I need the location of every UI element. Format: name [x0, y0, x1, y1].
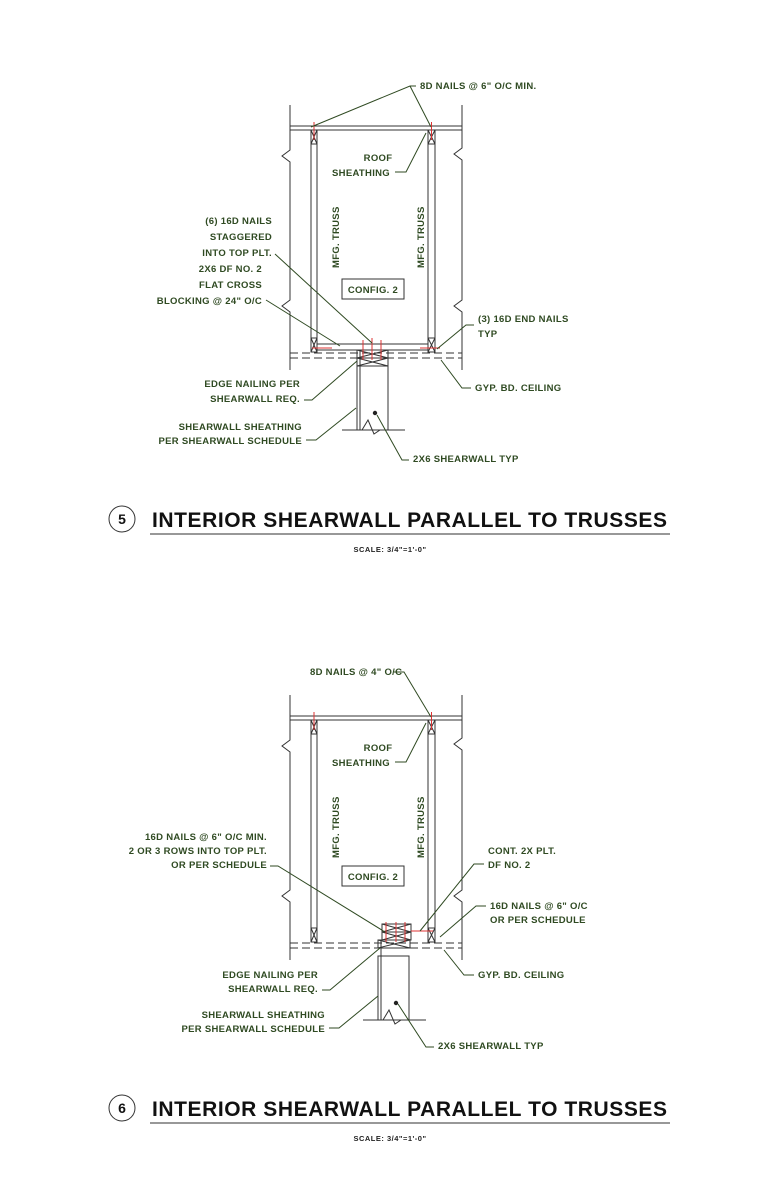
- truss-label-left: MFG. TRUSS: [331, 796, 342, 858]
- detail-number: 6: [118, 1100, 126, 1116]
- break-line: [453, 695, 463, 960]
- label-sheath-2: PER SHEARWALL SCHEDULE: [159, 436, 303, 447]
- label-sheath-1: SHEARWALL SHEATHING: [179, 422, 302, 433]
- detail-title: INTERIOR SHEARWALL PARALLEL TO TRUSSES: [152, 1098, 668, 1121]
- label-wall: 2X6 SHEARWALL TYP: [413, 454, 519, 465]
- label-gyp: GYP. BD. CEILING: [478, 970, 564, 981]
- blocking-cross: [356, 357, 389, 367]
- label-edge-1: EDGE NAILING PER: [204, 379, 300, 390]
- blocking-cross: [310, 927, 318, 943]
- label-nails-2: 2 OR 3 ROWS INTO TOP PLT.: [129, 846, 267, 857]
- break-line: [281, 695, 291, 960]
- blocking-box: [377, 939, 411, 949]
- label-edge-2: SHEARWALL REQ.: [210, 394, 300, 405]
- gyp-ceiling: [290, 352, 462, 359]
- label-end-nails-2: OR PER SCHEDULE: [490, 915, 586, 926]
- label-plate-2: DF NO. 2: [488, 860, 531, 871]
- label-top-nails: 8D NAILS @ 6" O/C MIN.: [420, 81, 536, 92]
- label-roof: ROOF: [364, 153, 393, 164]
- truss-label-right: MFG. TRUSS: [416, 796, 427, 858]
- label-top-nails: 8D NAILS @ 4" O/C: [310, 667, 402, 678]
- config-label: CONFIG. 2: [348, 872, 398, 883]
- nails: [385, 922, 433, 942]
- truss-label-left: MFG. TRUSS: [331, 206, 342, 268]
- label-nails-3: OR PER SCHEDULE: [171, 860, 267, 871]
- stud-dot: [393, 1000, 399, 1006]
- truss-chord: [427, 129, 436, 353]
- label-block-1: 2X6 DF NO. 2: [199, 264, 262, 275]
- leaders-5: [265, 85, 474, 461]
- truss-chord: [310, 719, 318, 943]
- label-sheathing: SHEATHING: [332, 758, 390, 769]
- label-block-2: FLAT CROSS: [199, 280, 262, 291]
- label-edge-1: EDGE NAILING PER: [222, 970, 318, 981]
- detail-title: INTERIOR SHEARWALL PARALLEL TO TRUSSES: [152, 509, 668, 532]
- label-sheath-2: PER SHEARWALL SCHEDULE: [182, 1024, 326, 1035]
- shearwall-stud: [356, 365, 389, 431]
- detail-number-circle: [108, 505, 136, 533]
- detail-6-labels: 8D NAILS @ 4" O/C ROOF SHEATHING MFG. TR…: [108, 667, 670, 1143]
- break-line: [363, 1008, 426, 1025]
- break-line: [453, 105, 463, 370]
- truss-chord: [427, 719, 436, 943]
- label-nails-1: (6) 16D NAILS: [205, 216, 272, 227]
- nails: [312, 338, 440, 360]
- shearwall-stud: [377, 955, 410, 1021]
- detail-5-geometry: [281, 105, 463, 435]
- label-nails-2: STAGGERED: [210, 232, 272, 243]
- detail-number-circle: [108, 1094, 136, 1122]
- label-wall: 2X6 SHEARWALL TYP: [438, 1041, 544, 1052]
- label-nails-1: 16D NAILS @ 6" O/C MIN.: [145, 832, 267, 843]
- leaders-6: [270, 671, 486, 1048]
- roof-sheathing: [289, 125, 463, 131]
- config-box: [341, 278, 405, 300]
- config-box: [341, 865, 405, 887]
- label-sheathing: SHEATHING: [332, 168, 390, 179]
- detail-5-labels: 8D NAILS @ 6" O/C MIN. ROOF SHEATHING MF…: [108, 81, 670, 554]
- roof-sheathing: [289, 715, 463, 721]
- label-nails-3: INTO TOP PLT.: [202, 248, 272, 259]
- config-label: CONFIG. 2: [348, 285, 398, 296]
- label-edge-2: SHEARWALL REQ.: [228, 984, 318, 995]
- label-end-nails-1: 16D NAILS @ 6" O/C: [490, 901, 588, 912]
- label-plate-1: CONT. 2X PLT.: [488, 846, 556, 857]
- detail-number: 5: [118, 511, 126, 527]
- label-sheath-1: SHEARWALL SHEATHING: [202, 1010, 325, 1021]
- stud-dot: [372, 410, 378, 416]
- detail-6-geometry: [281, 695, 463, 1025]
- truss-label-right: MFG. TRUSS: [416, 206, 427, 268]
- label-gyp: GYP. BD. CEILING: [475, 383, 561, 394]
- label-end-nails-2: TYP: [478, 329, 498, 340]
- label-end-nails-1: (3) 16D END NAILS: [478, 314, 569, 325]
- blocking-cross: [427, 337, 436, 353]
- blocking-cross: [310, 337, 318, 353]
- scale-note: SCALE: 3/4"=1'-0": [353, 1134, 426, 1143]
- label-roof: ROOF: [364, 743, 393, 754]
- break-line: [342, 418, 405, 435]
- blocking-box: [427, 927, 436, 943]
- blocking-box: [310, 927, 318, 943]
- gyp-ceiling: [290, 942, 462, 949]
- scale-note: SCALE: 3/4"=1'-0": [353, 545, 426, 554]
- blocking-cross: [427, 927, 436, 943]
- break-line: [281, 105, 291, 370]
- truss-chord: [310, 129, 318, 353]
- label-block-3: BLOCKING @ 24" O/C: [157, 296, 262, 307]
